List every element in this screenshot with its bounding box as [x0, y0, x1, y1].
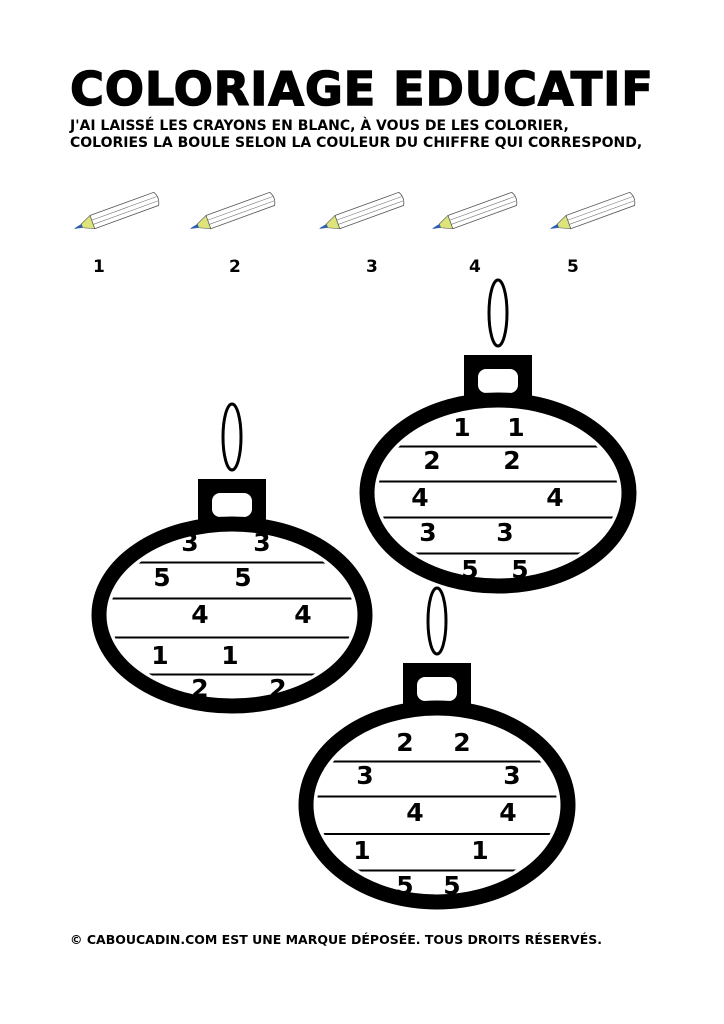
page-title: COLORIAGE EDUCATIF — [69, 61, 654, 117]
ornament-hook — [487, 278, 509, 348]
color-number: 2 — [269, 674, 286, 703]
color-number: 4 — [294, 600, 311, 629]
ornament-hook — [426, 586, 448, 656]
pencil-icon — [74, 191, 160, 230]
color-number: 4 — [406, 798, 423, 827]
pencil-icon — [190, 191, 276, 230]
color-number: 3 — [496, 518, 513, 547]
ornament-ball — [91, 516, 373, 714]
color-number: 3 — [503, 761, 520, 790]
color-number: 2 — [396, 728, 413, 757]
color-number: 1 — [221, 641, 238, 670]
color-number: 2 — [503, 446, 520, 475]
color-number: 2 — [191, 674, 208, 703]
ornament-hook — [221, 402, 243, 472]
pencil-number: 2 — [229, 257, 241, 277]
color-number: 3 — [356, 761, 373, 790]
color-number: 4 — [411, 483, 428, 512]
pencil-number: 4 — [469, 257, 481, 277]
pencil-icon — [550, 191, 636, 230]
color-number: 3 — [419, 518, 436, 547]
pencil-number: 5 — [567, 257, 579, 277]
color-number: 3 — [181, 528, 198, 557]
color-number: 5 — [396, 871, 413, 900]
color-number: 5 — [443, 871, 460, 900]
instruction-line: J'AI LAISSÉ LES CRAYONS EN BLANC, À VOUS… — [70, 118, 569, 134]
pencil-icon — [432, 191, 518, 230]
color-number: 5 — [511, 555, 528, 584]
pencil-icon — [319, 191, 405, 230]
color-number: 1 — [507, 413, 524, 442]
ornament-ball — [298, 700, 576, 910]
color-number: 1 — [353, 836, 370, 865]
copyright-footer: © CABOUCADIN.COM EST UNE MARQUE DÉPOSÉE.… — [70, 932, 603, 947]
color-number: 1 — [471, 836, 488, 865]
color-number: 4 — [546, 483, 563, 512]
color-number: 1 — [453, 413, 470, 442]
color-number: 2 — [423, 446, 440, 475]
ornament-ball — [359, 392, 637, 594]
pencil-number: 1 — [93, 257, 105, 277]
color-number: 2 — [453, 728, 470, 757]
color-number: 5 — [153, 563, 170, 592]
color-number: 3 — [253, 528, 270, 557]
color-number: 4 — [499, 798, 516, 827]
color-number: 5 — [461, 555, 478, 584]
color-number: 4 — [191, 600, 208, 629]
color-number: 5 — [234, 563, 251, 592]
instructions: J'AI LAISSÉ LES CRAYONS EN BLANC, À VOUS… — [70, 118, 642, 152]
instruction-line: COLORIES LA BOULE SELON LA COULEUR DU CH… — [70, 135, 643, 151]
color-number: 1 — [151, 641, 168, 670]
pencil-number: 3 — [366, 257, 378, 277]
